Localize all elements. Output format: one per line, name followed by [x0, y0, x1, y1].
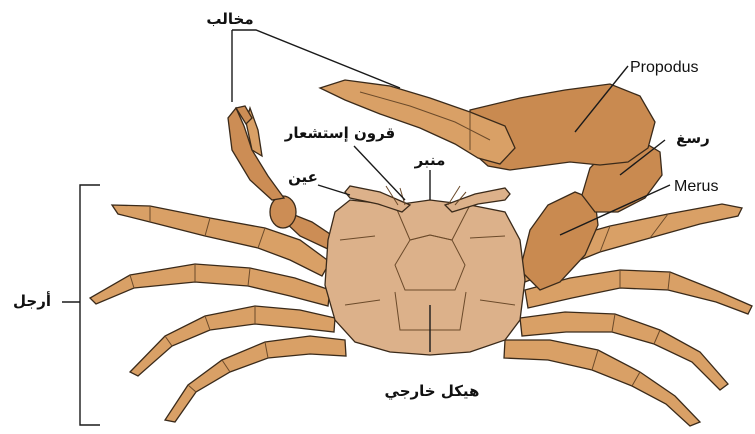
left-leg-4	[165, 336, 346, 422]
label-merus: Merus	[674, 178, 718, 195]
label-carpus: رسغ	[676, 129, 710, 147]
label-rostrum: منبر	[414, 151, 446, 169]
carapace	[325, 186, 525, 355]
label-propodus: Propodus	[630, 59, 699, 76]
label-eye: عين	[288, 168, 318, 186]
label-legs: أرجل	[13, 291, 51, 310]
left-leg-2	[90, 264, 330, 306]
label-exoskeleton: هيكل خارجي	[385, 382, 480, 400]
label-claws: مخالب	[206, 10, 253, 28]
label-antennae: قرون إستشعار	[284, 124, 396, 142]
right-leg-4	[504, 340, 700, 426]
